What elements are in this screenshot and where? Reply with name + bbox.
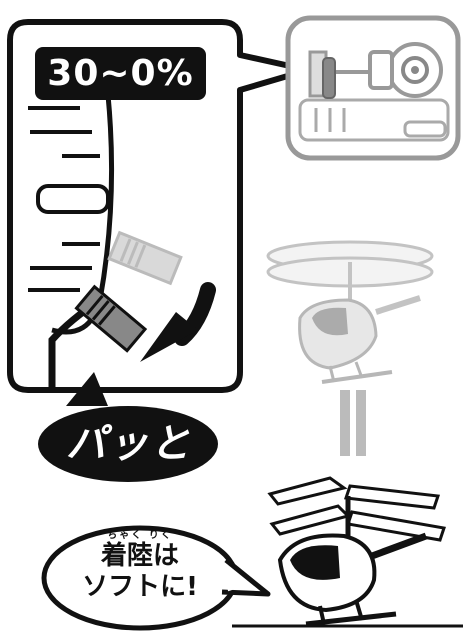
- helicopter-icon: [270, 478, 444, 624]
- remote-controller-icon: [288, 18, 458, 158]
- speech-line-2: ソフトに!: [60, 571, 220, 603]
- speech-ruby-text: ちゃく りく: [60, 530, 220, 541]
- descent-motion-lines: [340, 390, 366, 456]
- speech-line-1: 着陸は: [60, 541, 220, 571]
- speech-bubble-text: ちゃく りく 着陸は ソフトに!: [60, 530, 220, 603]
- throttle-percentage-badge: 30~0%: [35, 47, 206, 100]
- action-bubble-text: パッと: [40, 406, 218, 482]
- helicopter-faded-icon: [268, 242, 432, 382]
